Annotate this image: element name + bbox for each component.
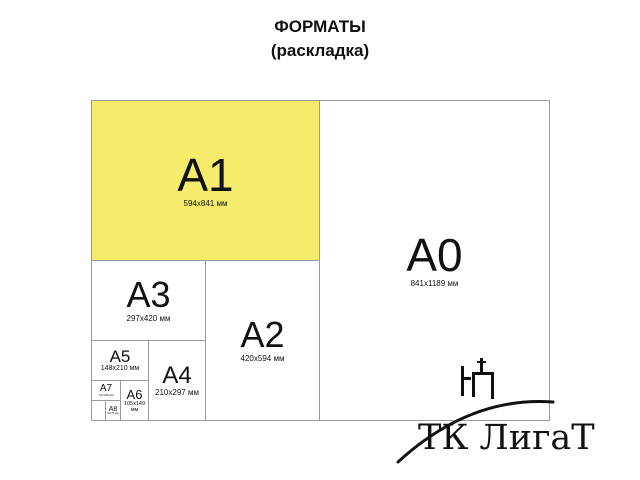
sheet-a2: A2 420x594 мм	[205, 260, 320, 421]
sheet-a5-size: 148x210 мм	[100, 364, 140, 372]
sheet-a7-name: A7	[99, 382, 113, 394]
sheet-a2-size: 420x594 мм	[240, 354, 285, 364]
sheet-a1: A1 594x841 мм	[91, 100, 320, 261]
sheet-a0-name: A0	[406, 229, 463, 282]
sheet-a3-size: 297x420 мм	[126, 314, 171, 324]
sheet-a8-name: A8	[108, 405, 118, 413]
sheet-a0-size: 841x1189 мм	[410, 279, 459, 289]
sheet-a7-size: 74x105 мм	[98, 392, 114, 397]
logo-text: ТК ЛигаТ	[418, 418, 595, 458]
sheet-a3: A3 297x420 мм	[91, 260, 206, 341]
sheet-a8: A8 52x74 мм	[105, 400, 121, 421]
sheet-a6-size: 105x149 мм	[123, 400, 146, 413]
sheet-a4-name: A4	[162, 361, 192, 389]
sheet-a7: A7 74x105 мм	[91, 380, 121, 401]
sheet-a5: A5 148x210 мм	[91, 340, 149, 381]
sheet-a6: A6 105x149 мм	[120, 380, 149, 421]
sheet-a4: A4 210x297 мм	[148, 340, 206, 421]
paper-format-layout: A0 841x1189 мм A1 594x841 мм A2 420x594 …	[91, 100, 550, 421]
sheet-a1-size: 594x841 мм	[183, 199, 228, 209]
page-title: ФОРМАТЫ	[274, 17, 366, 36]
sheet-a4-size: 210x297 мм	[155, 387, 199, 397]
sheet-a0: A0 841x1189 мм	[319, 100, 550, 421]
sheet-a6-name: A6	[126, 386, 143, 402]
sheet-a2-name: A2	[240, 314, 285, 356]
page-subtitle: (раскладка)	[270, 41, 370, 60]
sheet-a3-name: A3	[126, 274, 171, 316]
sheet-a5-name: A5	[109, 346, 131, 366]
sheet-a8-remainder	[91, 400, 106, 421]
sheet-a1-name: A1	[177, 149, 234, 202]
sheet-a8-size: 52x74 мм	[107, 411, 119, 415]
